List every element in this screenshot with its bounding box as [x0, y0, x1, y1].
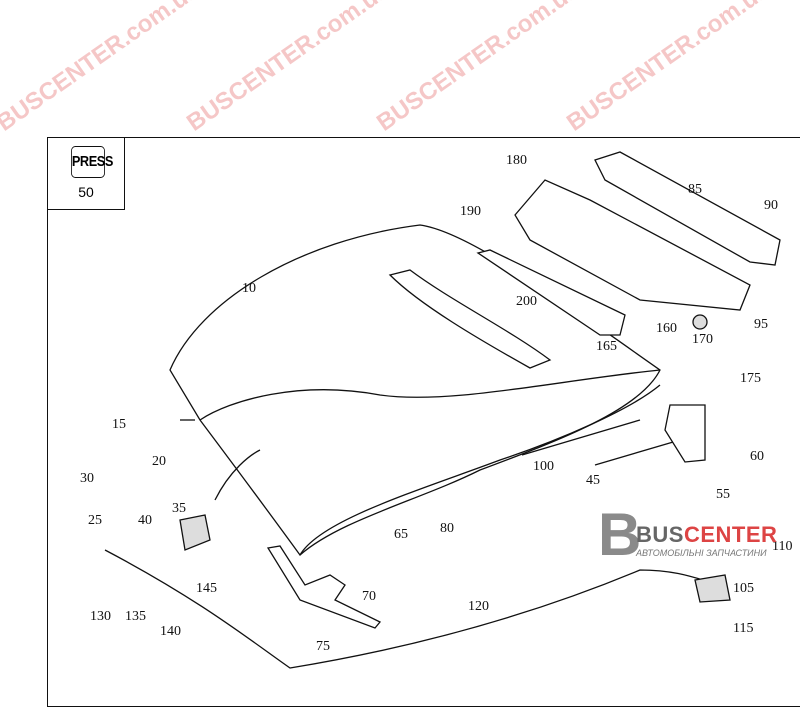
logo-letter: B	[598, 501, 642, 568]
bracket-70	[266, 545, 382, 629]
callout-45: 45	[586, 473, 600, 488]
callout-20: 20	[152, 454, 166, 469]
seal-strip	[476, 249, 626, 336]
callout-160: 160	[656, 321, 677, 336]
hood-front-lip	[299, 384, 661, 556]
callout-15: 15	[112, 417, 126, 432]
callout-30: 30	[80, 471, 94, 486]
air-intake-housing	[514, 179, 751, 311]
callout-55: 55	[716, 487, 730, 502]
callout-140: 140	[160, 624, 181, 639]
latch-35	[179, 514, 211, 551]
grille-rail	[594, 151, 781, 266]
callout-110: 110	[772, 539, 793, 554]
callout-60: 60	[750, 449, 764, 464]
buscenter-logo: B BUSCENTER АВТОМОБІЛЬНІ ЗАПЧАСТИНИ	[598, 501, 777, 568]
callout-115: 115	[733, 621, 754, 636]
callout-65: 65	[394, 527, 408, 542]
hinge	[664, 404, 706, 463]
callout-75: 75	[316, 639, 330, 654]
callout-180: 180	[506, 153, 527, 168]
callout-200: 200	[516, 294, 537, 309]
logo-name: BUSCENTER	[636, 522, 777, 548]
callout-130: 130	[90, 609, 111, 624]
callout-70: 70	[362, 589, 376, 604]
callout-175: 175	[740, 371, 761, 386]
gas-strut-45	[594, 439, 681, 466]
hood-edge	[199, 369, 661, 421]
logo-name-bus: BUS	[636, 522, 684, 547]
callout-90: 90	[764, 198, 778, 213]
callout-135: 135	[125, 609, 146, 624]
arrow-20	[214, 449, 261, 501]
lock-105	[694, 574, 731, 603]
callout-40: 40	[138, 513, 152, 528]
callout-10: 10	[242, 281, 256, 296]
callout-80: 80	[440, 521, 454, 536]
logo-name-center: CENTER	[683, 522, 778, 547]
press-number: 50	[78, 184, 94, 200]
callout-165: 165	[596, 339, 617, 354]
callout-145: 145	[196, 581, 217, 596]
hood-scoop	[388, 269, 552, 369]
callout-105: 105	[733, 581, 754, 596]
logo-subtitle: АВТОМОБІЛЬНІ ЗАПЧАСТИНИ	[636, 548, 767, 558]
callout-170: 170	[692, 332, 713, 347]
gas-strut-100	[521, 419, 641, 456]
callout-85: 85	[688, 182, 702, 197]
callout-190: 190	[460, 204, 481, 219]
press-box: PRESS 50	[47, 137, 125, 210]
callout-25: 25	[88, 513, 102, 528]
callout-120: 120	[468, 599, 489, 614]
hood-panel	[169, 224, 661, 556]
press-badge: PRESS	[71, 146, 113, 178]
cable-120	[104, 549, 721, 669]
callout-95: 95	[754, 317, 768, 332]
callout-100: 100	[533, 459, 554, 474]
grommet-170	[692, 314, 708, 330]
callout-35: 35	[172, 501, 186, 516]
